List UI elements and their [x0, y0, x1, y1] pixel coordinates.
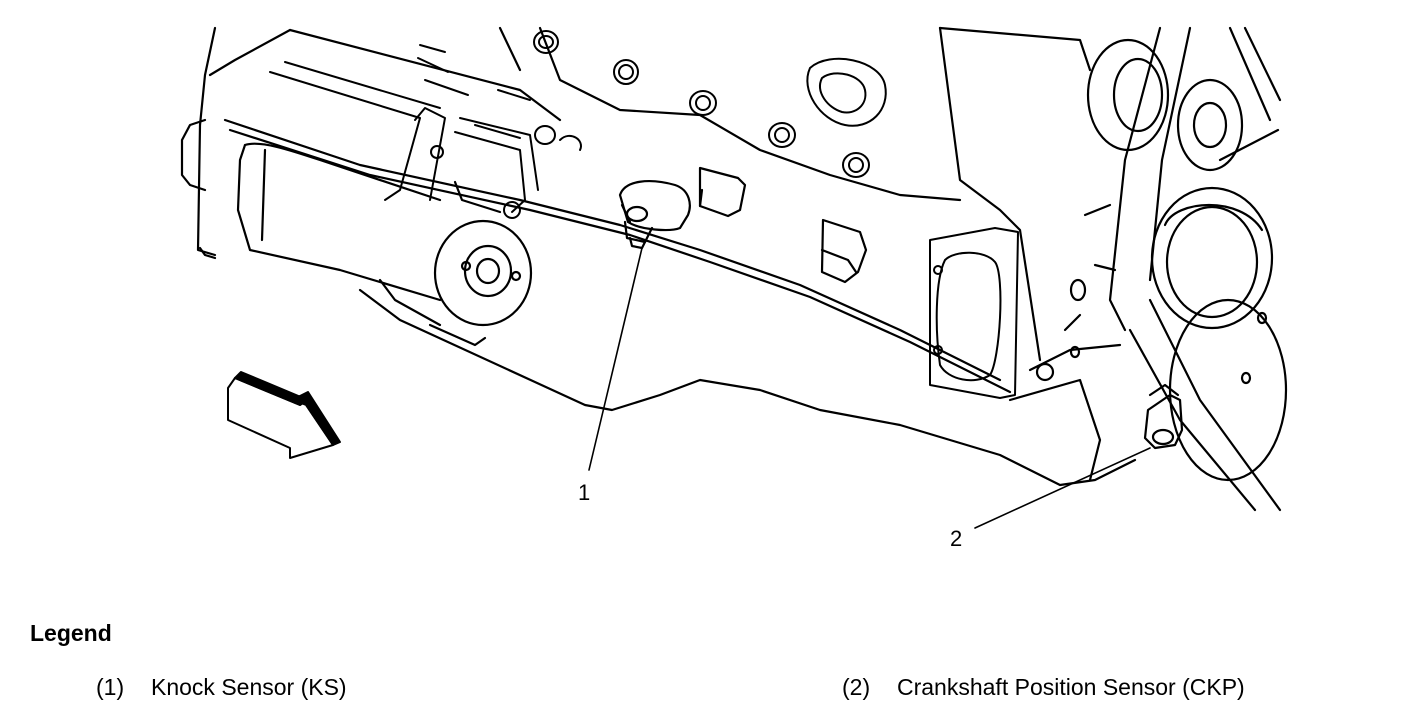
block-bosses — [698, 166, 868, 284]
starter-bracket — [269, 44, 582, 219]
legend-item-number: (2) — [842, 674, 871, 700]
legend-item-knock-sensor: (1) Knock Sensor (KS) — [96, 674, 347, 701]
forward-arrow-icon — [227, 371, 341, 459]
legend-item-text: Crankshaft Position Sensor (CKP) — [897, 674, 1245, 700]
pulley-assembly — [1035, 26, 1288, 512]
engine-illustration: 1 2 — [180, 26, 1288, 551]
crankshaft-position-sensor — [1143, 383, 1184, 450]
callout-leaders — [588, 247, 1151, 529]
engine-block-outline — [196, 26, 1137, 487]
legend-item-number: (1) — [96, 674, 125, 700]
legend-item-text: Knock Sensor (KS) — [151, 674, 347, 700]
legend-item-crankshaft-sensor: (2) Crankshaft Position Sensor (CKP) — [842, 674, 1245, 701]
callout-2-leader — [974, 447, 1151, 529]
legend-title: Legend — [30, 620, 112, 646]
callout-1-leader — [588, 247, 643, 471]
knock-sensor — [618, 180, 691, 250]
callout-1-label: 1 — [578, 480, 590, 505]
callout-2-label: 2 — [950, 526, 962, 551]
manifold-holes — [533, 30, 887, 178]
cover-plate — [929, 227, 1019, 399]
starter-motor — [180, 118, 533, 347]
